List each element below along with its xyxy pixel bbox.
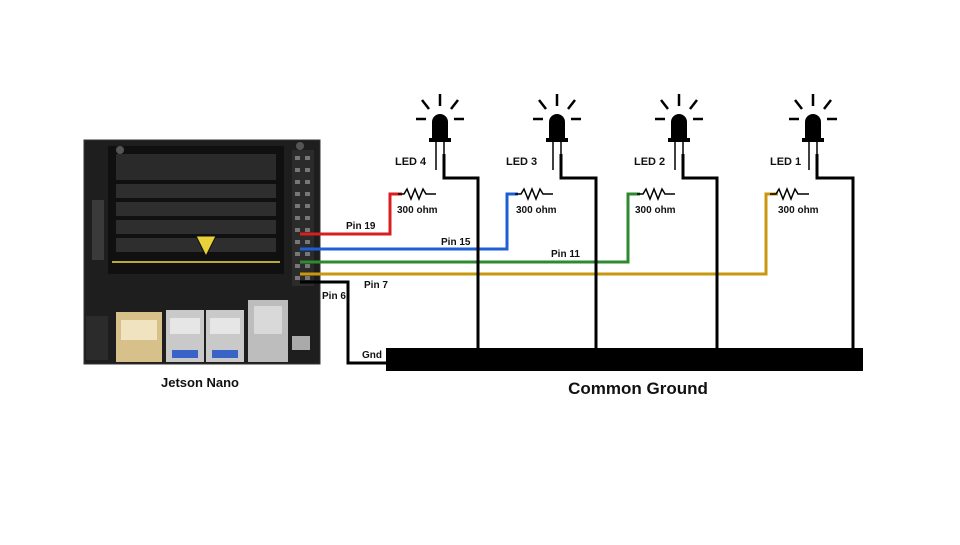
pin15-wire — [300, 192, 518, 251]
resistor-3-label: 300 ohm — [516, 205, 557, 216]
warning-icon — [195, 235, 217, 258]
led-3 — [514, 92, 598, 350]
common-ground-bus — [386, 348, 863, 371]
led-2-label: LED 2 — [634, 156, 665, 168]
pin6-label: Pin 6 — [322, 291, 346, 302]
led-2 — [636, 92, 719, 350]
pin19-wire — [300, 192, 402, 236]
gnd-label: Gnd — [362, 350, 382, 361]
pin11-label: Pin 11 — [551, 249, 580, 260]
led-3-label: LED 3 — [506, 156, 537, 168]
resistor-4-label: 300 ohm — [397, 205, 438, 216]
pin19-label: Pin 19 — [346, 221, 376, 232]
led-4 — [397, 92, 480, 350]
pin15-label: Pin 15 — [441, 237, 471, 248]
led-4-label: LED 4 — [395, 156, 427, 168]
led-1 — [769, 92, 855, 350]
pin7-label: Pin 7 — [364, 280, 388, 291]
pin6-wire — [300, 280, 386, 365]
resistor-2-label: 300 ohm — [635, 205, 676, 216]
pin11-wire — [300, 192, 640, 264]
common-ground-label: Common Ground — [568, 379, 708, 398]
jetson-nano-board — [83, 139, 321, 365]
resistor-1-label: 300 ohm — [778, 205, 819, 216]
led-1-label: LED 1 — [770, 156, 801, 168]
board-label: Jetson Nano — [161, 375, 239, 390]
